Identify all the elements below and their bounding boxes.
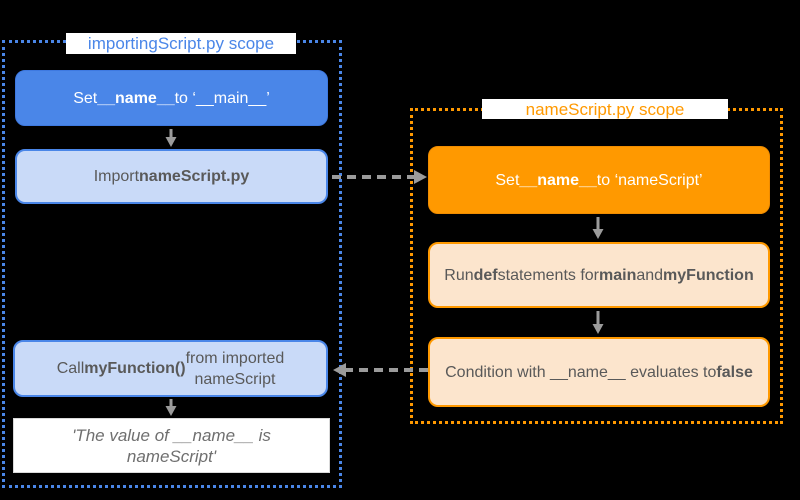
namescript-scope-label: nameScript.py scope xyxy=(482,99,728,119)
box-output-text: 'The value of __name__ is nameScript' xyxy=(13,418,330,473)
box-import-namescript: Import nameScript.py xyxy=(15,149,328,204)
box-call-myfunction: Call myFunction() from imported nameScri… xyxy=(13,340,328,397)
box-run-def: Run def statements for main and myFuncti… xyxy=(428,242,770,308)
box-set-main: Set __name__ to ‘__main__’ xyxy=(15,70,328,126)
box-condition-false: Condition with __name__ evaluates to fal… xyxy=(428,337,770,407)
box-set-namescript: Set __name__ to ‘nameScript’ xyxy=(428,146,770,214)
importing-scope-label: importingScript.py scope xyxy=(66,33,296,54)
